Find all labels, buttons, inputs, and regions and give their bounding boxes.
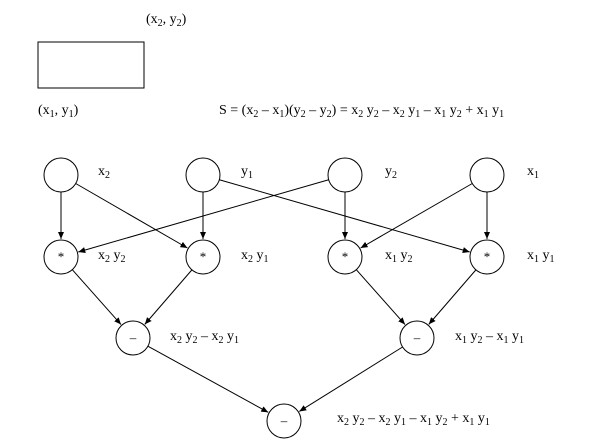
- node-mul-x2y2: *: [43, 239, 79, 275]
- node-circle-sub-final: [266, 403, 302, 439]
- node-in-x2: [43, 157, 79, 193]
- node-sub-left: –: [115, 320, 151, 356]
- input-label-x2: x2: [98, 164, 110, 181]
- node-circle-in-x2: [43, 157, 79, 193]
- node-sub-final: –: [266, 403, 302, 439]
- node-sub-right: –: [399, 320, 435, 356]
- node-circle-in-x1: [469, 157, 505, 193]
- edge-in-x1-to-mul-x1y2: [360, 183, 473, 249]
- node-mul-x1y1: *: [469, 239, 505, 275]
- node-mul-x1y2: *: [327, 239, 363, 275]
- difference-label-left: x2 y2 – x2 y1: [170, 329, 239, 346]
- area-formula: S = (x2 – x1)(y2 – y2) = x2 y2 – x2 y1 –…: [219, 103, 505, 120]
- edge-in-x2-to-mul-x2y1: [75, 183, 188, 249]
- node-in-y2: [327, 157, 363, 193]
- node-circle-sub-left: [115, 320, 151, 356]
- edge-in-y2-to-mul-x2y2: [78, 179, 329, 253]
- product-label-x1y2: x1 y2: [385, 248, 413, 265]
- node-mul-x2y1: *: [185, 239, 221, 275]
- product-label-x2y1: x2 y1: [241, 248, 269, 265]
- node-in-y1: [185, 157, 221, 193]
- node-circle-sub-right: [399, 320, 435, 356]
- node-circle-mul-x1y2: [327, 239, 363, 275]
- node-circle-mul-x1y1: [469, 239, 505, 275]
- difference-label-right: x1 y2 – x1 y1: [455, 329, 524, 346]
- node-circle-mul-x2y2: [43, 239, 79, 275]
- edge-mul-x2y2-to-sub-left: [71, 269, 122, 325]
- node-circle-in-y1: [185, 157, 221, 193]
- node-circle-mul-x2y1: [185, 239, 221, 275]
- node-operator-mul-x1y2: *: [342, 249, 349, 264]
- edge-mul-x1y2-to-sub-right: [355, 269, 406, 325]
- node-in-x1: [469, 157, 505, 193]
- node-operator-mul-x1y1: *: [484, 249, 491, 264]
- result-label: x2 y2 – x2 y1 – x1 y2 + x1 y1: [337, 411, 490, 428]
- edge-mul-x2y1-to-sub-left: [144, 269, 193, 325]
- edge-sub-left-to-sub-final: [147, 345, 269, 413]
- edge-mul-x1y1-to-sub-right: [428, 269, 477, 325]
- node-operator-mul-x2y1: *: [200, 249, 207, 264]
- bottom-left-corner-label: (x1, y1): [38, 103, 79, 120]
- node-operator-sub-left: –: [129, 330, 137, 345]
- node-circle-in-y2: [327, 157, 363, 193]
- node-operator-sub-right: –: [413, 330, 421, 345]
- node-operator-sub-final: –: [280, 413, 288, 428]
- top-right-corner-label: (x2, y2): [146, 12, 187, 29]
- node-operator-mul-x2y2: *: [58, 249, 65, 264]
- input-label-y1: y1: [241, 164, 253, 181]
- input-label-y2: y2: [385, 164, 397, 181]
- product-label-x2y2: x2 y2: [98, 248, 126, 265]
- product-label-x1y1: x1 y1: [527, 248, 555, 265]
- input-label-x1: x1: [527, 164, 539, 181]
- edge-sub-right-to-sub-final: [299, 346, 403, 412]
- rectangle-shape: [37, 41, 145, 89]
